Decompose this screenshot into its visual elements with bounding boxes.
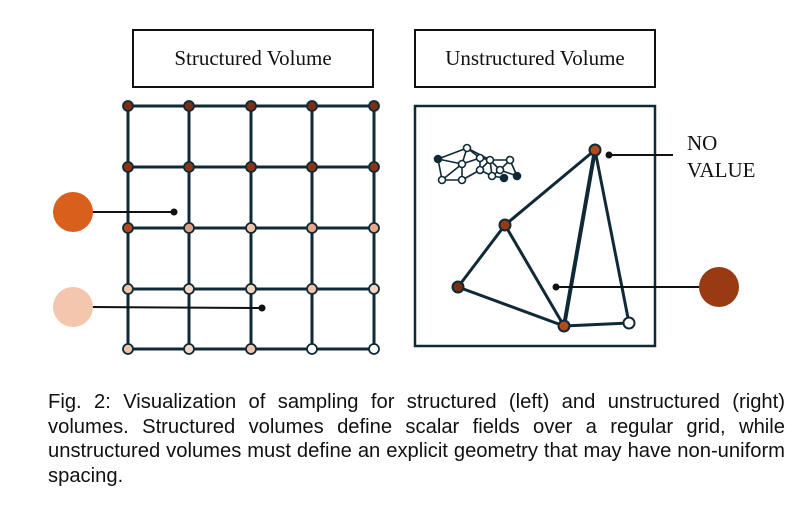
mesh-edge: [437, 147, 468, 160]
mesh-vertex: [588, 143, 602, 157]
mesh-vertex: [557, 319, 571, 333]
sample-value-dot: [53, 287, 93, 327]
large-mesh-nodes: [451, 143, 636, 333]
grid-node: [368, 343, 380, 355]
mesh-node: [512, 171, 522, 181]
structured-volume-label: Structured Volume: [132, 29, 374, 88]
grid-node: [306, 161, 318, 173]
grid-node: [306, 343, 318, 355]
grid-node: [122, 343, 134, 355]
mesh-node: [499, 173, 509, 183]
mesh-edge: [457, 285, 565, 328]
grid-node: [368, 222, 380, 234]
sample-value-dot: [53, 192, 93, 232]
sample-value-dot: [699, 267, 739, 307]
grid-node: [306, 283, 318, 295]
mesh-node: [475, 165, 485, 175]
large-mesh: [456, 148, 631, 328]
unstructured-volume-title: Unstructured Volume: [445, 46, 625, 70]
mesh-node: [495, 165, 505, 175]
mesh-vertex: [498, 218, 512, 232]
mesh-vertex: [622, 316, 636, 330]
sample-point: [258, 304, 266, 312]
grid-node: [183, 222, 195, 234]
grid-node: [122, 222, 134, 234]
mesh-edge: [504, 148, 596, 227]
mesh-node: [462, 143, 472, 153]
unstructured-frame: [413, 104, 657, 348]
grid-node: [368, 283, 380, 295]
sampling-diagram: [53, 100, 739, 355]
grid-node: [245, 283, 257, 295]
sample-point: [170, 208, 178, 216]
mesh-vertex: [451, 280, 465, 294]
mesh-node: [457, 175, 467, 185]
grid-node: [245, 161, 257, 173]
unstructured-samples: [552, 151, 739, 307]
mesh-node: [475, 153, 485, 163]
grid-node: [245, 343, 257, 355]
no-value-point: [605, 151, 613, 159]
no-value-label: NO VALUE: [687, 130, 755, 184]
no-value-line-2: VALUE: [687, 158, 756, 182]
grid-node: [122, 100, 134, 112]
mesh-node: [487, 171, 497, 181]
structured-grid-nodes: [122, 100, 380, 355]
mesh-node: [457, 159, 467, 169]
mesh-edge: [456, 224, 507, 288]
mesh-node: [505, 155, 515, 165]
grid-node: [306, 222, 318, 234]
grid-node: [122, 283, 134, 295]
mesh-edge: [503, 224, 566, 327]
grid-node: [183, 100, 195, 112]
mesh-node: [433, 154, 443, 164]
grid-node: [368, 161, 380, 173]
grid-node: [245, 100, 257, 112]
mini-mesh-nodes: [433, 143, 522, 185]
grid-node: [306, 100, 318, 112]
mesh-edge: [563, 321, 630, 328]
figure-caption: Fig. 2: Visualization of sampling for st…: [48, 391, 785, 487]
structured-samples: [53, 192, 266, 327]
grid-node: [183, 161, 195, 173]
unstructured-volume-label: Unstructured Volume: [414, 29, 656, 88]
mesh-node: [485, 155, 495, 165]
grid-node: [368, 100, 380, 112]
no-value-line-1: NO: [687, 131, 718, 155]
structured-volume-title: Structured Volume: [174, 46, 332, 70]
grid-node: [183, 283, 195, 295]
grid-node: [122, 161, 134, 173]
sample-point: [552, 283, 560, 291]
mesh-edge: [562, 149, 597, 327]
mesh-edge: [593, 149, 631, 324]
grid-node: [183, 343, 195, 355]
mesh-node: [437, 175, 447, 185]
sample-pointer-line: [91, 306, 263, 309]
grid-node: [245, 222, 257, 234]
